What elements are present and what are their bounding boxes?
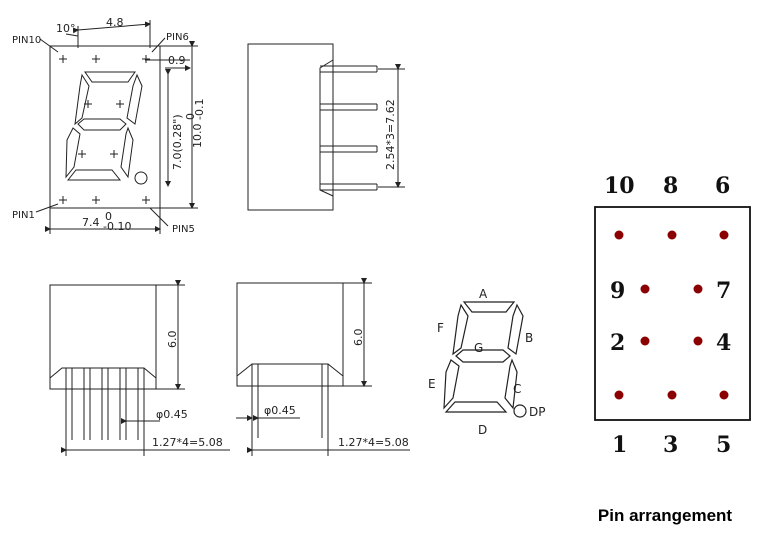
pin-dot [614,390,624,400]
segment-dp [513,404,527,418]
pin-dots [614,230,729,400]
pin5-label: PIN5 [172,224,195,235]
pin-dot [719,390,729,400]
bottom-right-body [236,282,344,387]
segment-diagram [443,301,527,418]
segment-b-label: B [525,331,533,345]
height-value: 10.0 [191,124,204,149]
segment-g-label: G [474,341,483,355]
pin-arrangement: 10 8 6 9 2 7 4 1 3 5 [594,173,751,458]
overall-height-dimension: 10.0 0 -0.1 [184,99,206,148]
width-tol-lower: -0.10 [103,220,131,233]
pin-4-label: 4 [716,330,731,356]
bottom-left-spacing: 1.27*4=5.08 [152,436,223,449]
pin-9-label: 9 [610,278,625,304]
pin-dot [693,336,703,346]
width-value: 7.4 [82,216,100,229]
bottom-left-body [49,284,157,390]
pin-dot [667,230,677,240]
pin10-label: PIN10 [12,35,41,46]
bottom-left-pin-diameter: φ0.45 [156,408,188,421]
char-height-dimension: 7.0(0.28") [171,114,184,170]
bottom-left-height: 6.0 [166,331,179,349]
pin-7-label: 7 [716,278,731,304]
overall-width-dimension: 7.4 0 -0.10 [82,210,131,233]
pin-pitch-dimension: 2.54*3=7.62 [384,99,397,170]
segment-f [452,303,469,356]
segment-g [455,349,511,363]
segment-e-label: E [428,377,436,391]
pin-2-label: 2 [610,330,625,356]
height-tol-upper: 0 [184,113,197,120]
width-tol-upper: 0 [105,210,112,223]
front-view-labels: PIN10 PIN6 PIN1 PIN5 10° 4.8 0.9 7.0(0.2… [12,16,206,235]
segment-d [444,401,508,413]
pin-5-label: 5 [716,432,731,458]
pin-dot [640,284,650,294]
segment-dp-label: DP [529,405,545,419]
pin-dot [667,390,677,400]
side-view-body [247,43,334,211]
segment-f-label: F [437,321,444,335]
top-width-dimension: 4.8 [106,16,124,29]
pin1-label: PIN1 [12,210,35,221]
pin-dot [614,230,624,240]
pin-10-label: 10 [604,173,635,199]
pin-3-label: 3 [663,432,678,458]
segment-e [443,359,460,410]
segment-labels: A B C D E F G DP [428,287,545,437]
pin-1-label: 1 [612,432,627,458]
segment-b [507,303,524,356]
front-view-digit [65,71,148,185]
angle-dimension: 10° [56,22,76,35]
offset-dimension: 0.9 [168,54,186,67]
pin-arrangement-box [594,206,751,421]
pin6-label: PIN6 [166,32,189,43]
bottom-view-right [236,278,410,456]
pin-arrangement-title: Pin arrangement [597,506,733,525]
segment-c [504,358,518,410]
pin-dot [640,336,650,346]
segment-a-label: A [479,287,488,301]
height-tol-lower: -0.1 [193,99,206,120]
bottom-right-height: 6.0 [352,329,365,347]
front-view-outline [49,45,161,209]
segment-d-label: D [478,423,487,437]
pin-dot [719,230,729,240]
segment-a [462,301,516,313]
bottom-view-left [49,280,230,456]
pin-dot [693,284,703,294]
bottom-right-spacing: 1.27*4=5.08 [338,436,409,449]
pin-6-label: 6 [715,173,730,199]
segment-c-label: C [513,382,521,396]
front-view [35,20,198,234]
pin-8-label: 8 [663,173,678,199]
front-view-crosses [59,55,150,204]
bottom-right-pin-diameter: φ0.45 [264,404,296,417]
side-view [247,43,405,211]
